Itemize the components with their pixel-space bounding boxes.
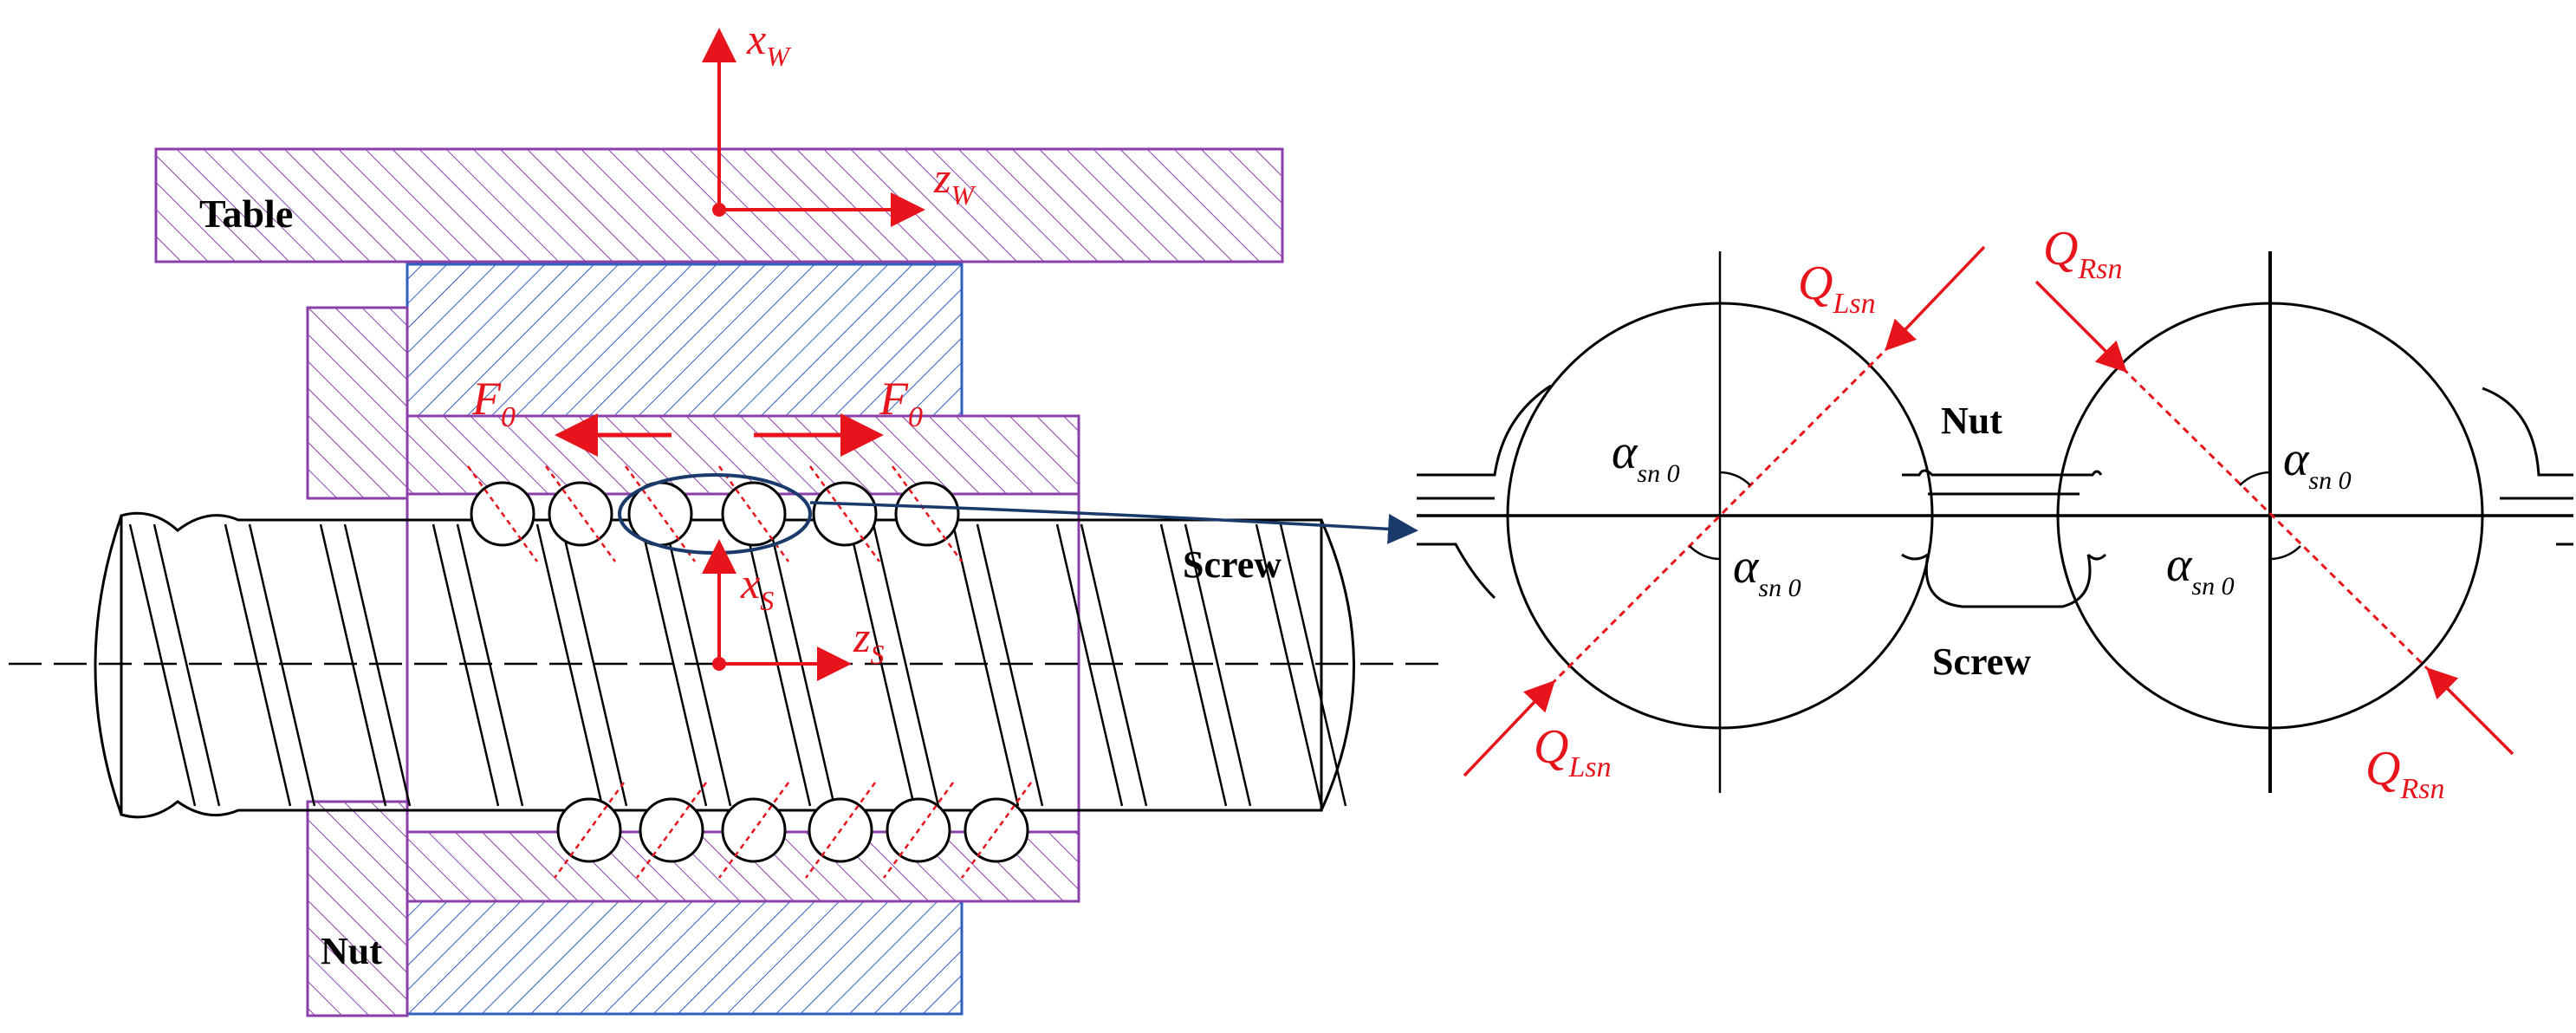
ball-contact-line: [717, 782, 790, 879]
balls-bottom-row: [553, 782, 1033, 879]
left-force-top-label: QLsn: [1798, 257, 1876, 320]
right-force-bottom-arrow: [2426, 667, 2514, 756]
right-force-top-arrow: [2034, 280, 2127, 373]
ball-contact-line: [891, 465, 964, 562]
screw-groove-inner: [1901, 553, 2107, 561]
left-angle-arc-top: [1719, 471, 1751, 486]
detail-screw-label: Screw: [1932, 640, 2031, 683]
contact-detail-diagram: αsn 0 αsn 0 QLsn QLsn αsn 0 αsn 0 QRsn Q…: [1417, 222, 2573, 805]
ball-contact-line: [960, 782, 1033, 879]
ball-contact-line: [466, 465, 539, 562]
left-force-bottom-label: QLsn: [1534, 720, 1612, 783]
world-origin: [712, 203, 726, 217]
nut-groove-lower-edge: [1417, 492, 2573, 500]
thread-line: [664, 523, 732, 807]
thread-line: [319, 523, 387, 807]
screw-label: Screw: [1183, 543, 1282, 586]
nut-groove-profile: [1417, 384, 2573, 477]
thread-line: [128, 523, 197, 807]
ball-contact-line: [635, 782, 708, 879]
screw-z-label: zS: [853, 613, 884, 670]
preload-left-label: F0: [471, 373, 516, 433]
thread-line: [1279, 523, 1347, 807]
ball-contact-line: [553, 782, 626, 879]
thread-line: [152, 523, 221, 807]
right-angle-bottom-label: αsn 0: [2166, 538, 2235, 601]
left-angle-bottom-label: αsn 0: [1733, 540, 1801, 602]
world-z-label: zW: [933, 153, 977, 211]
detail-callout-arrow: [809, 501, 1418, 544]
ball-contact-line: [804, 782, 877, 879]
left-angle-top-label: αsn 0: [1612, 426, 1680, 488]
left-force-top-arrow: [1885, 245, 1986, 352]
thread-line: [456, 523, 524, 807]
left-force-bottom-arrow: [1463, 679, 1555, 777]
left-angle-arc-bottom: [1689, 545, 1721, 561]
table-label: Table: [199, 192, 293, 236]
thread-line: [1255, 523, 1323, 807]
nut-housing-bottom: [406, 900, 964, 1016]
left-contact-line: [1549, 345, 1891, 686]
thread-line: [1184, 523, 1252, 807]
thread-line: [535, 523, 604, 807]
left-assembly-diagram: Table Nut Screw xW zW: [9, 15, 1438, 1017]
right-force-top-label: QRsn: [2043, 222, 2122, 285]
thread-line: [1159, 523, 1228, 807]
thread-line: [1080, 523, 1148, 807]
right-angle-top-label: αsn 0: [2283, 432, 2352, 495]
ball-contact-line: [882, 782, 955, 879]
right-force-bottom-label: QRsn: [2365, 742, 2444, 805]
thread-line: [639, 523, 708, 807]
screw-groove-profile: [1417, 542, 2573, 608]
ball-contact-line: [544, 465, 617, 562]
right-contact-line: [2121, 367, 2432, 673]
nut-housing-top: [406, 263, 964, 418]
balls-top-row: [466, 465, 964, 562]
thread-line: [847, 523, 916, 807]
screw-x-label: xS: [740, 559, 774, 616]
thread-line: [224, 523, 292, 807]
detail-nut-label: Nut: [1941, 400, 2002, 442]
right-angle-arc-bottom: [2269, 545, 2301, 561]
ball-contact-line: [717, 465, 790, 562]
screw-shaft: [94, 511, 1355, 819]
thread-line: [343, 523, 412, 807]
thread-line: [1055, 523, 1124, 807]
thread-line: [248, 523, 316, 807]
thread-line: [560, 523, 628, 807]
nut-flange: [306, 306, 409, 1017]
right-angle-arc-top: [2239, 471, 2271, 486]
world-x-label: xW: [746, 15, 792, 72]
thread-line: [976, 523, 1044, 807]
preload-right-label: F0: [879, 373, 923, 433]
ball-contact-line: [624, 465, 697, 562]
thread-line: [951, 523, 1020, 807]
thread-line: [431, 523, 500, 807]
screw-origin: [712, 657, 726, 671]
nut-label: Nut: [321, 930, 382, 972]
thread-line: [872, 523, 940, 807]
ball-contact-line: [808, 465, 881, 562]
